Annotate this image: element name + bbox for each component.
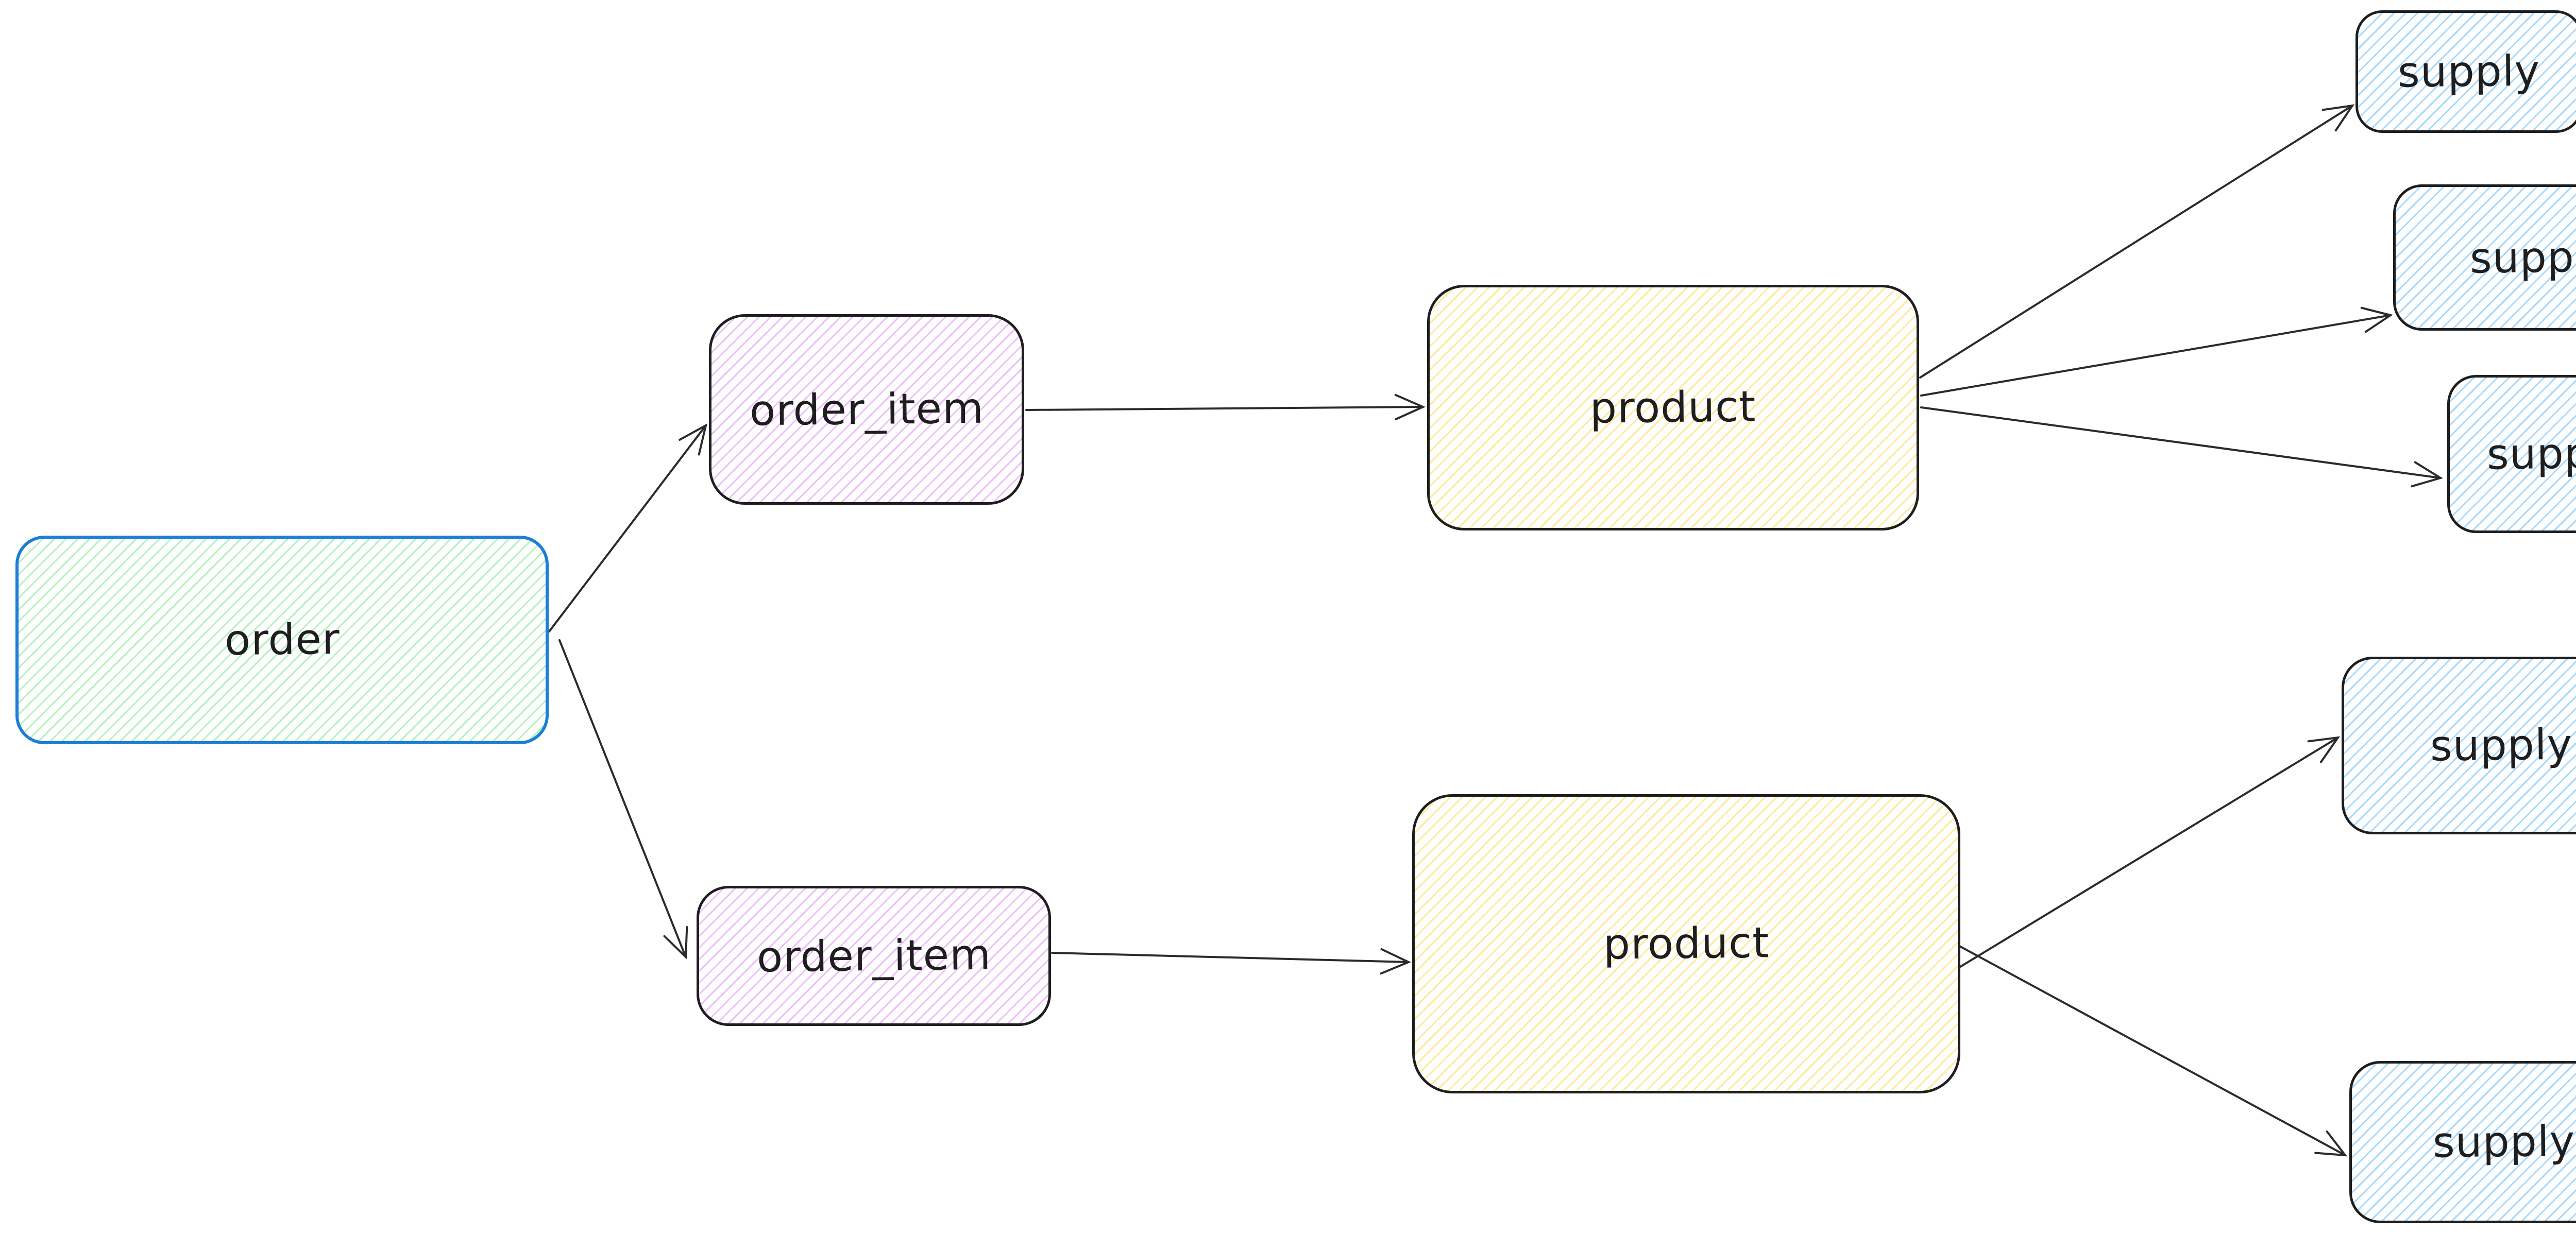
node-label-supply_3: supply	[2486, 429, 2576, 480]
arrowhead	[2307, 736, 2341, 763]
node-supply_1[interactable]: supply	[2355, 10, 2576, 133]
node-product_2[interactable]: product	[1412, 794, 1960, 1093]
node-product_1[interactable]: product	[1427, 285, 1919, 530]
node-label-product_1: product	[1589, 382, 1757, 433]
node-label-supply_1: supply	[2397, 46, 2541, 97]
arrow-shaft	[1051, 952, 1410, 963]
node-order_item_1[interactable]: order_item	[709, 314, 1024, 505]
arrow-shaft	[1025, 406, 1424, 411]
node-supply_3[interactable]: supply	[2447, 375, 2576, 533]
arrow-shaft	[1957, 737, 2339, 969]
node-label-order: order	[224, 614, 340, 665]
arrow-product_2-to-supply_5[interactable]	[1956, 944, 2348, 1157]
node-order[interactable]: order	[15, 536, 549, 744]
arrowhead	[1394, 393, 1426, 420]
arrow-shaft	[548, 424, 707, 632]
node-label-supply_5: supply	[2432, 1117, 2575, 1168]
node-order_item_2[interactable]: order_item	[697, 886, 1051, 1026]
arrow-product_2-to-supply_4[interactable]	[1957, 736, 2341, 969]
arrowhead	[2321, 104, 2355, 132]
arrow-shaft	[1920, 314, 2392, 397]
arrowhead	[2314, 1131, 2348, 1157]
arrowhead	[2360, 306, 2393, 333]
node-label-order_item_1: order_item	[749, 384, 984, 435]
arrow-order-to-order_item_1[interactable]	[548, 423, 707, 632]
node-label-order_item_2: order_item	[756, 930, 991, 982]
arrowhead	[663, 926, 688, 960]
arrowhead	[1380, 948, 1411, 975]
arrow-product_1-to-supply_1[interactable]	[1919, 104, 2355, 379]
arrow-order_item_2-to-product_2[interactable]	[1051, 948, 1411, 975]
node-supply_2[interactable]: supply	[2393, 184, 2576, 331]
arrow-shaft	[1956, 944, 2346, 1156]
arrow-shaft	[1920, 406, 2442, 479]
arrow-shaft	[558, 639, 687, 958]
arrow-product_1-to-supply_2[interactable]	[1920, 306, 2393, 397]
arrow-product_1-to-supply_3[interactable]	[1920, 406, 2443, 488]
node-supply_5[interactable]: supply	[2349, 1061, 2576, 1223]
arrowhead	[679, 423, 707, 456]
arrowhead	[2411, 461, 2443, 488]
arrow-order-to-order_item_2[interactable]	[558, 639, 688, 960]
arrow-shaft	[1919, 105, 2353, 379]
node-label-supply_4: supply	[2430, 720, 2573, 771]
node-supply_4[interactable]: supply	[2342, 657, 2576, 834]
arrow-order_item_1-to-product_1[interactable]	[1025, 393, 1426, 420]
node-label-supply_2: supply	[2469, 232, 2576, 283]
node-label-product_2: product	[1603, 918, 1770, 969]
